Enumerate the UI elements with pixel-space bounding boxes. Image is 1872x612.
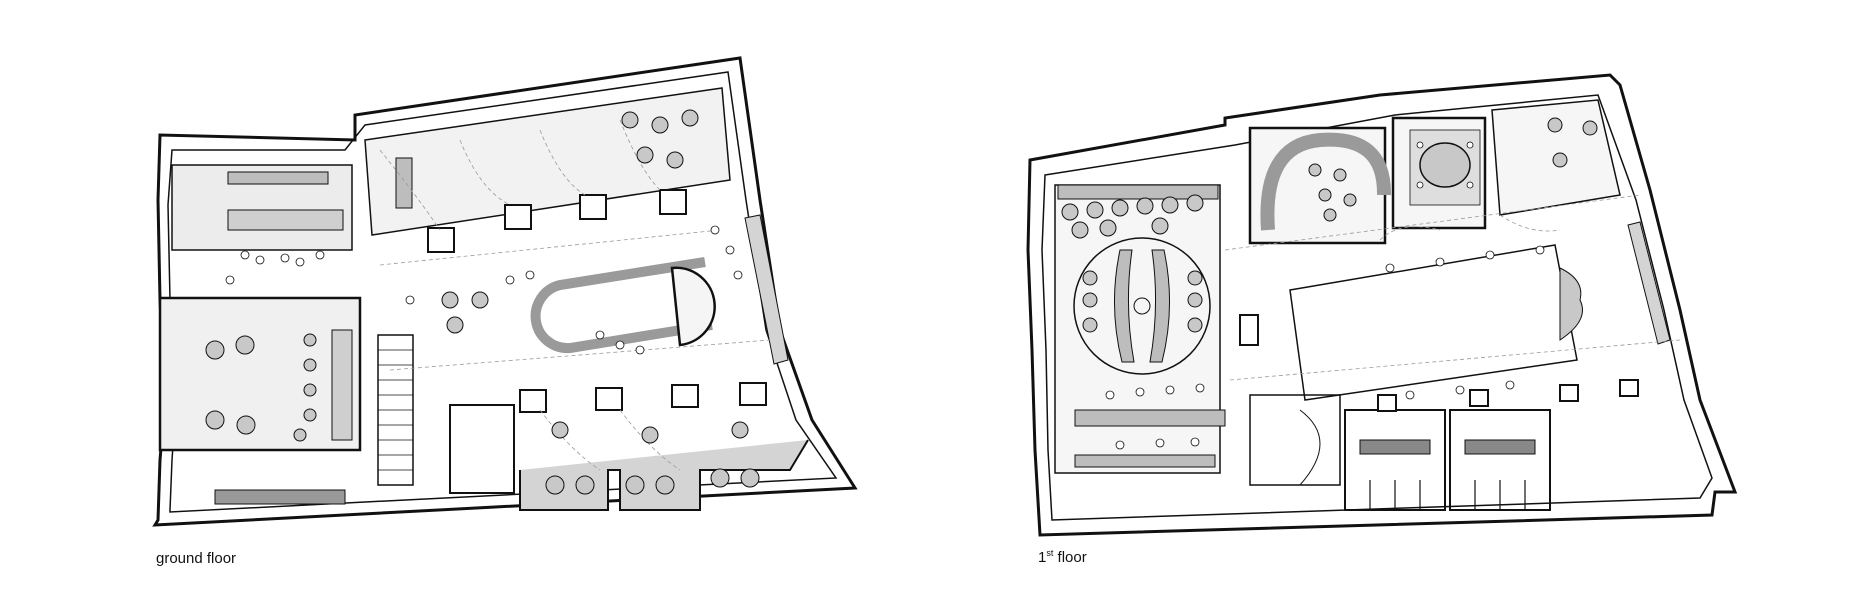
ground-counter-upper-left	[227, 171, 329, 185]
first-floor-caption: 1st floor	[1038, 548, 1087, 566]
ground-floor-caption: ground floor	[156, 550, 237, 567]
first-furniture	[1061, 117, 1598, 333]
first-central-table	[1289, 244, 1578, 401]
first-bench-right	[1627, 221, 1671, 345]
first-vault-lines	[1224, 194, 1681, 381]
first-sink-counter-left	[1359, 439, 1431, 455]
ground-bench-upper-right	[395, 157, 413, 209]
first-round-sofa-left	[1113, 249, 1135, 363]
ground-floor-plan	[152, 56, 858, 527]
first-toilet-stalls	[1369, 480, 1526, 510]
ground-bar-end	[670, 266, 716, 347]
first-round-lounge-inner	[1133, 297, 1151, 315]
ground-small-chairs	[225, 225, 743, 355]
ground-vault-lines	[379, 119, 771, 471]
ground-piers	[427, 189, 767, 413]
first-floor-outer-wall	[1026, 73, 1738, 537]
first-stair	[1249, 394, 1341, 486]
ground-banquette-right	[744, 214, 789, 365]
first-round-lounge	[1073, 237, 1211, 375]
ground-bench-bottom-left	[214, 489, 346, 505]
first-floor-caption-superscript: st	[1046, 548, 1054, 558]
first-central-feature	[1559, 267, 1583, 341]
first-floor-caption-suffix: floor	[1053, 549, 1087, 566]
ground-room-left-lounge	[158, 296, 362, 452]
first-sink-counter-right	[1464, 439, 1536, 455]
first-banquette-bottom	[1074, 409, 1226, 427]
first-floor-plan	[1026, 73, 1738, 537]
first-chairs	[1105, 141, 1545, 450]
ground-bench-upper-left	[227, 209, 344, 231]
first-banquette-bottom-2	[1074, 454, 1216, 468]
first-stair-curve	[1299, 409, 1321, 486]
ground-furniture	[205, 109, 760, 495]
first-banquette-top	[1057, 184, 1219, 200]
first-round-table	[1419, 142, 1471, 188]
first-piers	[1239, 314, 1639, 412]
ground-banquette-left	[331, 329, 353, 441]
first-arc-booth	[1260, 132, 1392, 231]
first-round-sofa-right	[1149, 249, 1171, 363]
ground-room-upper-right	[364, 87, 731, 236]
ground-lower-facade	[519, 439, 809, 511]
ground-central-bar	[530, 257, 713, 354]
first-floor-caption-prefix: 1	[1038, 549, 1047, 566]
ground-stair-treads	[378, 349, 413, 471]
first-floor-inner-wall	[1041, 94, 1713, 521]
ground-room-lower-center	[449, 404, 515, 494]
